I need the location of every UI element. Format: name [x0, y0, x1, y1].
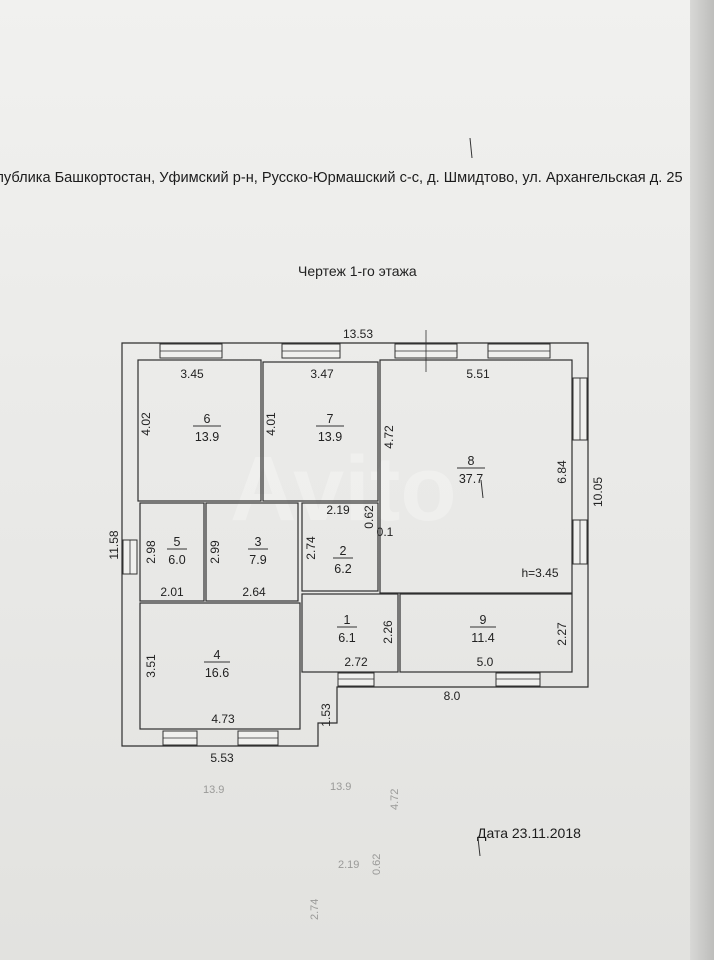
room-number: 2: [340, 544, 347, 558]
room-6-width-dimension: 3.45: [180, 367, 204, 381]
bottom-right-width-dimension: 8.0: [444, 689, 461, 703]
room-8-right-height-dimension: 6.84: [555, 460, 569, 484]
room-5-width-dimension: 2.01: [160, 585, 184, 599]
pen-mark: [477, 837, 481, 857]
plan-title: Чертеж 1-го этажа: [298, 263, 417, 279]
entrance-steps: [337, 672, 375, 687]
ghost-text: 13.9: [203, 784, 224, 796]
window: [122, 539, 138, 575]
room-3-width-dimension: 2.64: [242, 585, 266, 599]
room-9-height-dimension: 2.27: [555, 622, 569, 646]
ghost-text: 0.62: [371, 854, 383, 875]
room-7-height-dimension: 4.01: [264, 412, 278, 436]
room-8-left-height-dimension: 4.72: [382, 425, 396, 449]
room-number: 8: [468, 454, 475, 468]
ghost-text: 4.72: [389, 789, 401, 810]
property-address: публика Башкортостан, Уфимский р-н, Русс…: [0, 170, 683, 186]
room-number: 7: [327, 412, 334, 426]
window: [162, 730, 198, 746]
room-area: 11.4: [471, 631, 494, 645]
room-area: 6.1: [338, 631, 355, 645]
room-2-outline: [301, 502, 379, 592]
window: [394, 330, 458, 372]
room-5-height-dimension: 2.98: [144, 540, 158, 564]
window: [572, 377, 588, 441]
room-1-width-dimension: 2.72: [344, 655, 368, 669]
room-6-height-dimension: 4.02: [139, 412, 153, 436]
room-number: 6: [204, 412, 211, 426]
ghost-text: 2.74: [309, 899, 321, 920]
room-area: 6.0: [168, 553, 185, 567]
ghost-text: 13.9: [330, 781, 351, 793]
room-area: 13.9: [195, 430, 219, 444]
overall-height-dimension: 11.58: [107, 530, 121, 559]
step-height-dimension: 1.53: [319, 703, 333, 727]
room-area: 37.7: [459, 472, 483, 486]
pen-mark: [480, 479, 484, 499]
room-number: 9: [480, 613, 487, 627]
document-date: Дата 23.11.2018: [477, 825, 581, 841]
overall-width-dimension: 13.53: [343, 327, 373, 341]
window: [159, 343, 223, 359]
ceiling-height-label: h=3.45: [521, 566, 558, 580]
room-4-height-dimension: 3.51: [144, 654, 158, 678]
right-overall-height-dimension: 10.05: [591, 477, 605, 507]
room-area: 7.9: [249, 553, 266, 567]
room-7-outline: [262, 361, 379, 502]
room-7-width-dimension: 3.47: [310, 367, 334, 381]
room-4-outline: [139, 602, 301, 730]
room-area: 13.9: [318, 430, 342, 444]
room-number: 1: [344, 613, 351, 627]
room-2-height-dimension: 2.74: [304, 536, 318, 560]
wall-thickness-dimension: 0.1: [377, 525, 394, 539]
outer-wall: [121, 342, 589, 747]
room-1-outline: [301, 593, 399, 673]
wall-offset-dimension: 0.62: [362, 505, 376, 529]
room-number: 4: [214, 648, 221, 662]
window: [237, 730, 279, 746]
window: [572, 519, 588, 565]
room-9-width-dimension: 5.0: [477, 655, 494, 669]
paper-edge: [690, 0, 714, 960]
room-8-width-dimension: 5.51: [466, 367, 490, 381]
room-8-outline: [379, 359, 573, 594]
room-9-outline: [399, 593, 573, 673]
room-area: 16.6: [205, 666, 229, 680]
window: [487, 343, 551, 359]
room-5-outline: [139, 502, 205, 602]
room-3-outline: [205, 502, 299, 602]
room-number: 3: [255, 535, 262, 549]
room-3-height-dimension: 2.99: [208, 540, 222, 564]
ghost-text: 2.19: [338, 859, 359, 871]
room-6-outline: [137, 359, 262, 502]
room-1-height-dimension: 2.26: [381, 620, 395, 644]
room-2-width-dimension: 2.19: [326, 503, 350, 517]
room-number: 5: [174, 535, 181, 549]
window: [281, 343, 341, 359]
bottom-left-width-dimension: 5.53: [210, 751, 234, 765]
room-area: 6.2: [334, 562, 351, 576]
pen-mark: [469, 137, 473, 159]
watermark: Avito: [230, 438, 457, 540]
room-4-width-dimension: 4.73: [211, 712, 235, 726]
window: [495, 672, 541, 687]
